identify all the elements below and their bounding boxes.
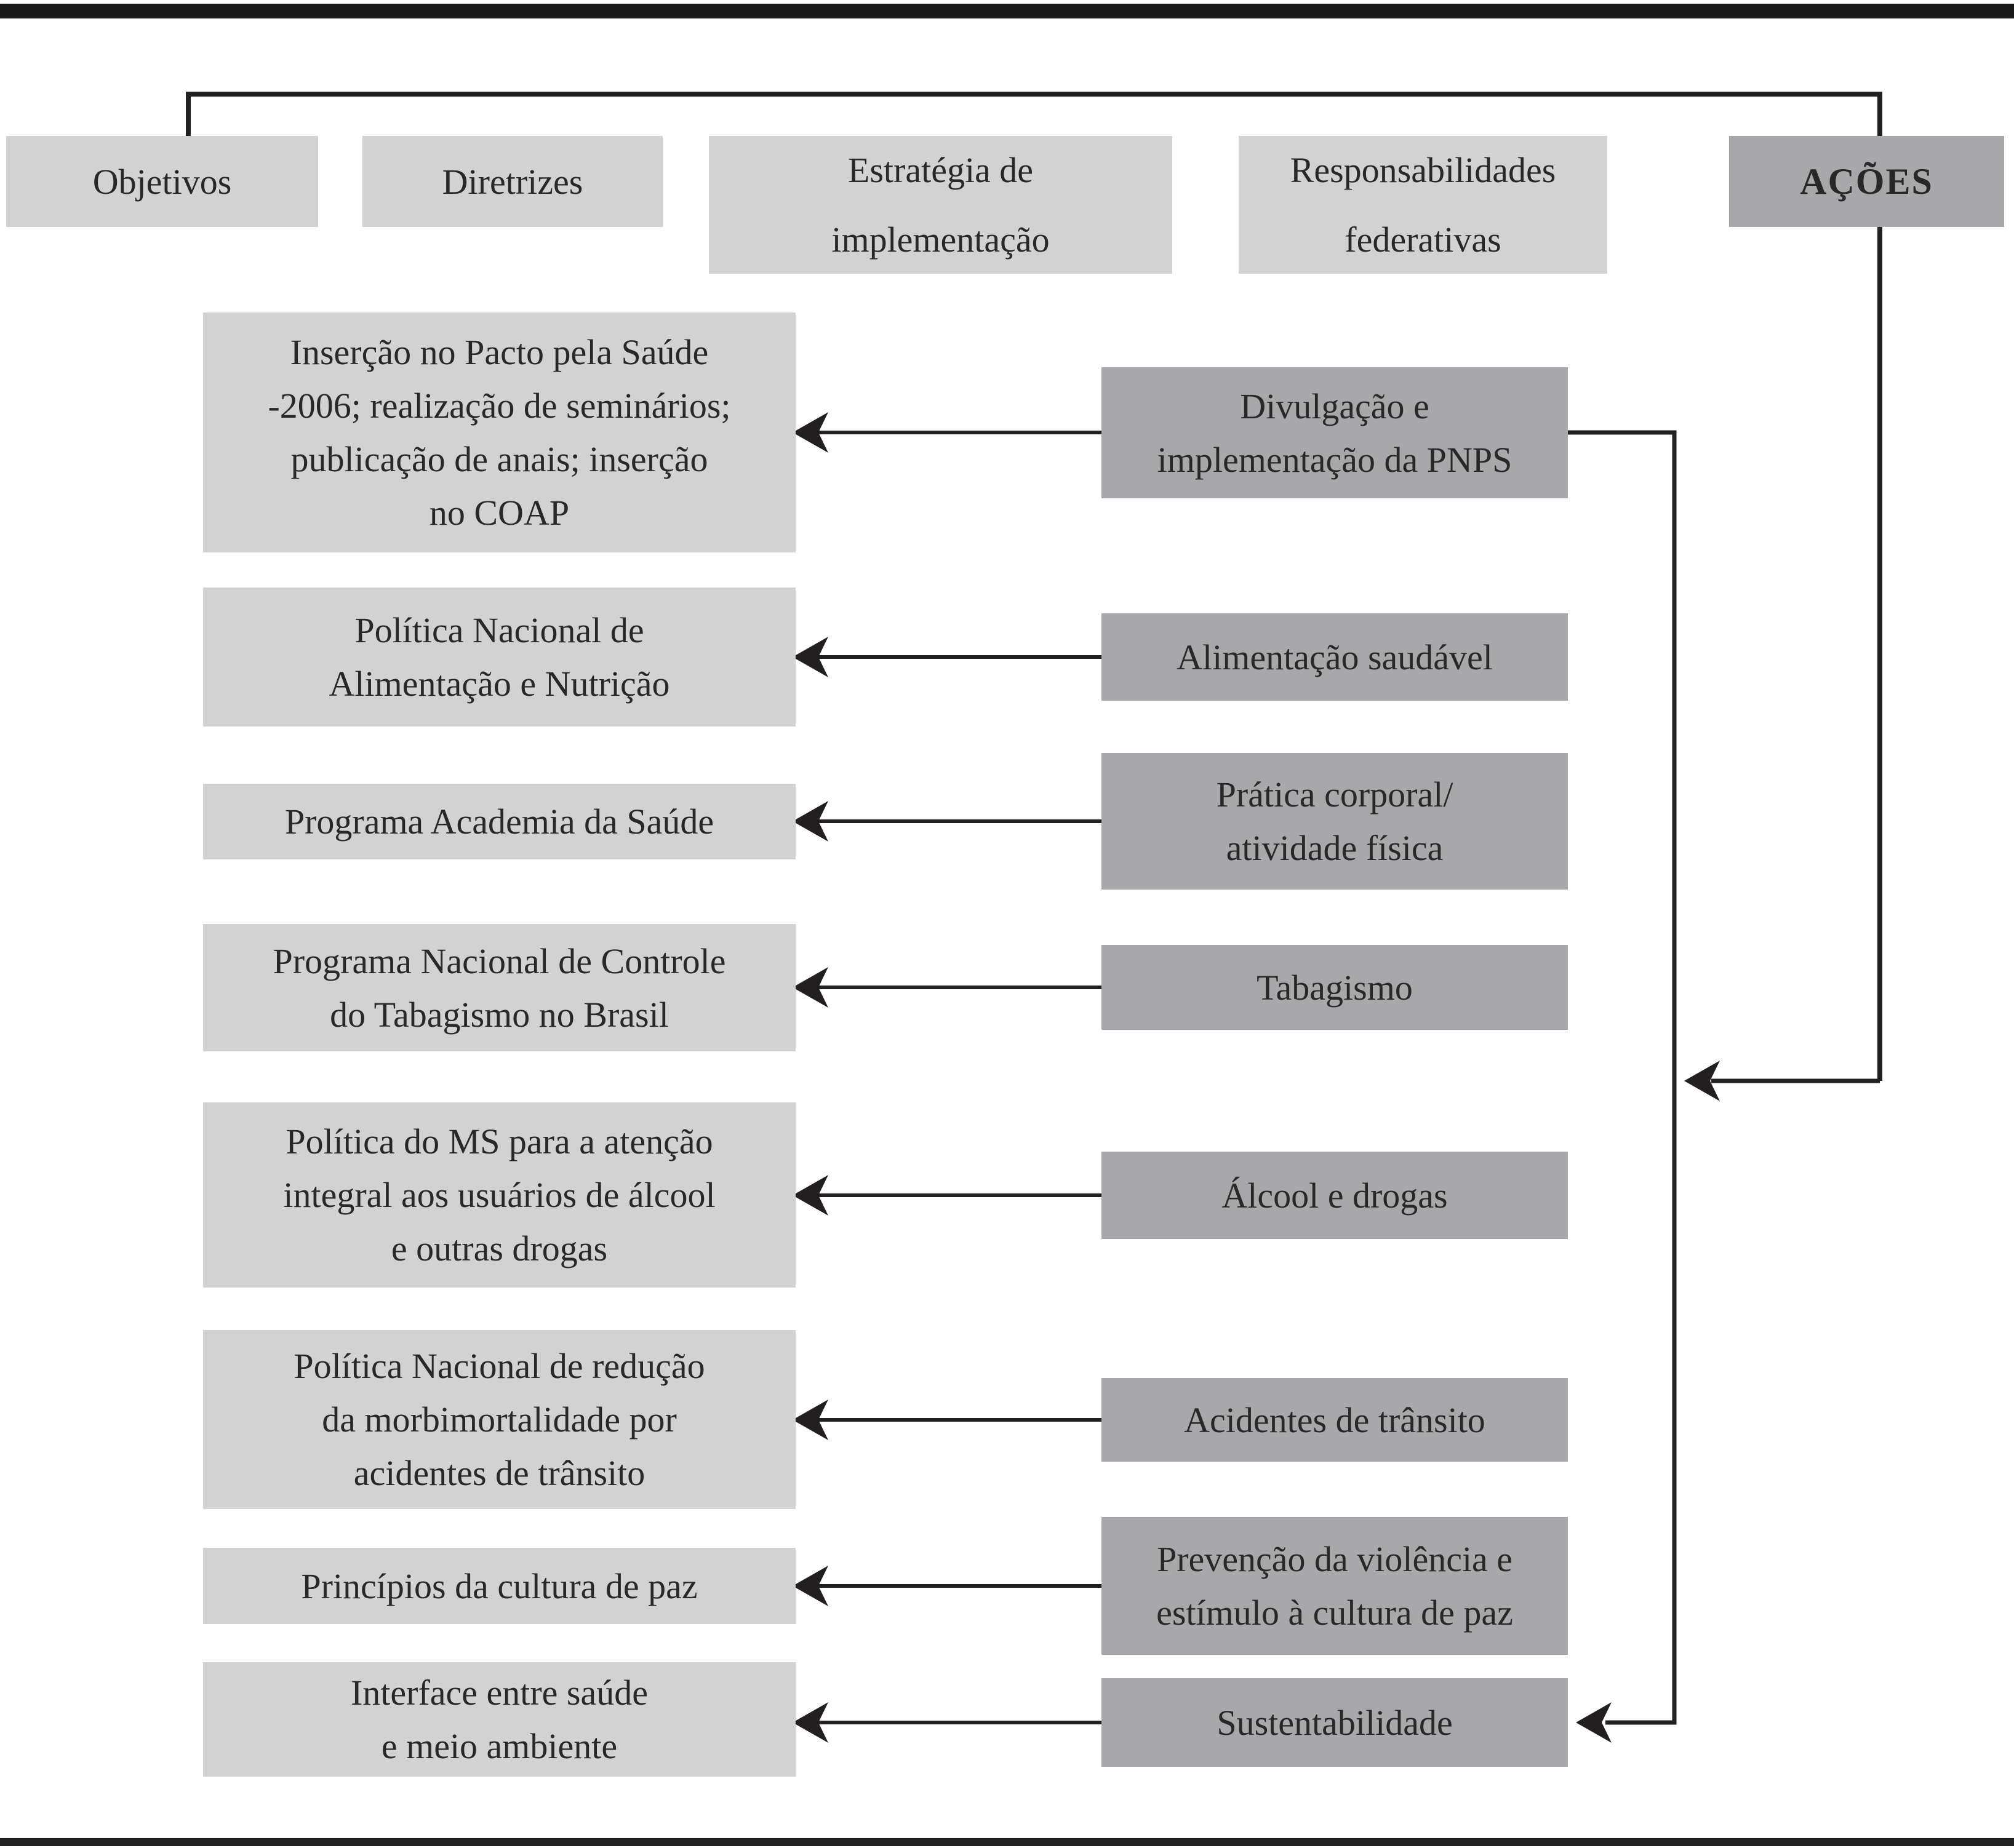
header-acoes-label: AÇÕES [1800,161,1933,202]
arrowhead-left-icon [793,637,828,677]
action-divulgacao-pnps: Divulgação e implementação da PNPS [1101,367,1568,498]
action-pratica-corporal: Prática corporal/ atividade física [1101,753,1568,890]
action-alimentacao-saudavel: Alimentação saudável [1101,613,1568,701]
action-label: Prática corporal/ atividade física [1216,775,1453,868]
program-reducao-morbimortalidade: Política Nacional de redução da morbimor… [203,1330,796,1509]
arrow-divulgacao-to-pacto [793,412,1101,453]
action-tabagismo: Tabagismo [1101,945,1568,1030]
arrow-alcool-to-politica-ms [793,1175,1101,1216]
header-responsabilidades: Responsabilidades federativas [1239,136,1607,274]
program-label: Inserção no Pacto pela Saúde -2006; real… [268,332,731,533]
action-label: Álcool e drogas [1221,1175,1448,1216]
bracket-acoes-line [186,92,1882,1081]
header-acoes: AÇÕES [1729,136,2004,227]
header-responsabilidades-label: Responsabilidades federativas [1290,149,1556,260]
program-controle-tabagismo: Programa Nacional de Controle do Tabagis… [203,924,796,1051]
arrowhead-left-icon [1684,1061,1720,1101]
header-objetivos: Objetivos [6,136,318,227]
program-label: Princípios da cultura de paz [301,1566,698,1606]
action-label: Prevenção da violência e estímulo à cult… [1156,1539,1513,1633]
program-insercao-pacto: Inserção no Pacto pela Saúde -2006; real… [203,313,796,552]
header-estrategia-label: Estratégia de implementação [831,149,1050,260]
arrowhead-left-icon [793,1175,828,1216]
action-alcool-drogas: Álcool e drogas [1101,1152,1568,1239]
action-sustentabilidade: Sustentabilidade [1101,1678,1568,1767]
header-diretrizes-label: Diretrizes [442,161,583,202]
arrowhead-left-icon [793,1400,828,1440]
arrowhead-left-icon [793,967,828,1008]
arrowhead-left-icon [793,412,828,453]
program-label: Política Nacional de Alimentação e Nutri… [329,610,670,704]
bottom-rule [0,1838,2014,1846]
program-label: Política do MS para a atenção integral a… [283,1121,716,1269]
action-label: Acidentes de trânsito [1184,1400,1485,1440]
arrow-pratica-to-academia [793,801,1101,842]
action-prevencao-violencia: Prevenção da violência e estímulo à cult… [1101,1517,1568,1655]
header-objetivos-label: Objetivos [92,161,232,202]
actions-spine [1568,430,1677,1743]
program-label: Programa Nacional de Controle do Tabagis… [273,941,726,1035]
arrowhead-left-icon [1576,1702,1612,1743]
header-estrategia: Estratégia de implementação [709,136,1172,274]
arrow-sustentabilidade-to-interface [793,1702,1101,1743]
arrow-acidentes-to-reducao [793,1400,1101,1440]
bracket-path [186,92,1882,1081]
program-label: Interface entre saúde e meio ambiente [350,1673,648,1766]
program-academia-saude: Programa Academia da Saúde [203,784,796,859]
action-label: Sustentabilidade [1217,1702,1453,1743]
action-acidentes-transito: Acidentes de trânsito [1101,1378,1568,1462]
program-interface-saude-ambiente: Interface entre saúde e meio ambiente [203,1662,796,1777]
top-rule [0,4,2014,18]
program-principios-cultura-paz: Princípios da cultura de paz [203,1548,796,1624]
header-diretrizes: Diretrizes [362,136,663,227]
arrow-prevencao-to-principios [793,1566,1101,1606]
program-label: Política Nacional de redução da morbimor… [294,1346,705,1493]
program-politica-ms-alcool: Política do MS para a atenção integral a… [203,1102,796,1288]
program-politica-alimentacao: Política Nacional de Alimentação e Nutri… [203,587,796,727]
spine-path [1568,430,1677,1725]
program-label: Programa Academia da Saúde [284,802,714,842]
action-label: Tabagismo [1257,967,1413,1008]
action-label: Alimentação saudável [1177,637,1493,677]
arrow-alimentacao-to-politica [793,637,1101,677]
arrow-tabagismo-to-programa [793,967,1101,1008]
arrowhead-left-icon [793,1566,828,1606]
arrow-acoes-to-spine [1684,1061,1880,1101]
action-label: Divulgação e implementação da PNPS [1157,386,1512,480]
arrowhead-left-icon [793,1702,828,1743]
arrowhead-left-icon [793,801,828,842]
